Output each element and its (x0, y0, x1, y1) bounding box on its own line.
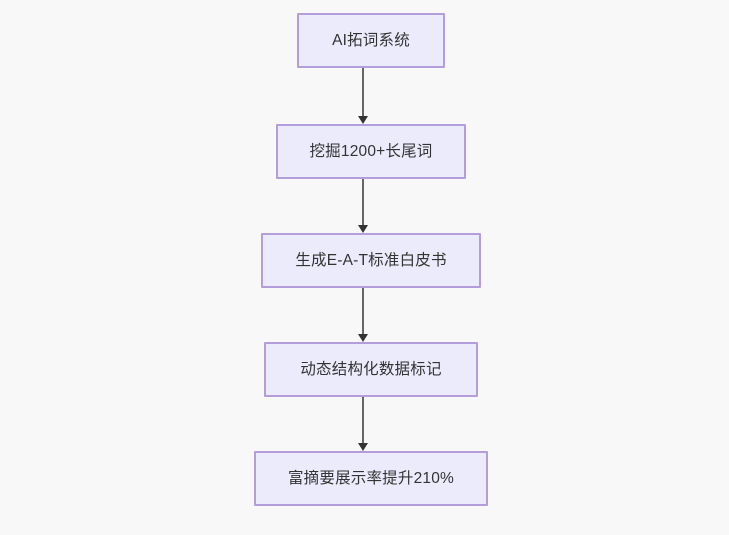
flow-node-label: 挖掘1200+长尾词 (309, 142, 433, 160)
flow-node-label: 生成E-A-T标准白皮书 (295, 251, 447, 269)
flow-node-n3[interactable]: 生成E-A-T标准白皮书 (261, 233, 481, 288)
flow-arrow-n3-to-n4 (355, 288, 371, 342)
flow-node-label: AI拓词系统 (332, 31, 410, 49)
flow-arrow-n1-to-n2 (355, 68, 371, 124)
flow-arrow-n2-to-n3 (355, 179, 371, 233)
flow-node-n5[interactable]: 富摘要展示率提升210% (254, 451, 488, 506)
flow-node-n2[interactable]: 挖掘1200+长尾词 (276, 124, 466, 179)
flow-node-label: 富摘要展示率提升210% (287, 469, 455, 487)
flow-arrow-n4-to-n5 (355, 397, 371, 451)
flow-node-n1[interactable]: AI拓词系统 (297, 13, 445, 68)
flow-node-n4[interactable]: 动态结构化数据标记 (264, 342, 478, 397)
flow-node-label: 动态结构化数据标记 (300, 360, 442, 378)
